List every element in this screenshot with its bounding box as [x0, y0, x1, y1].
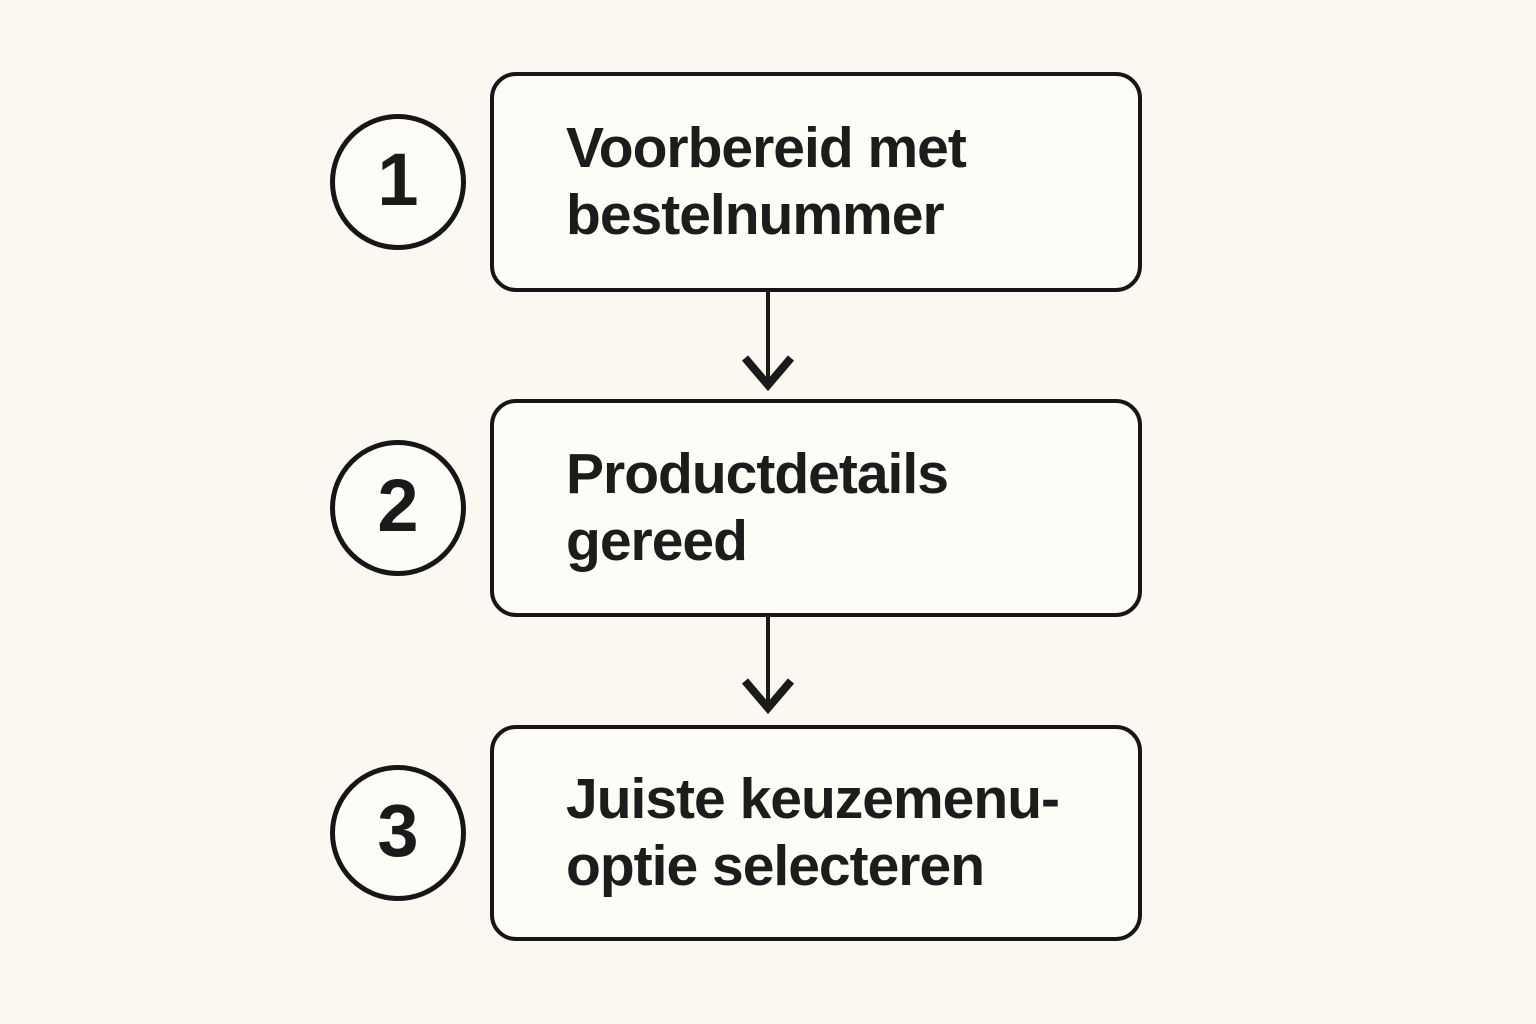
step-1-box: Voorbereid met bestelnummer	[490, 72, 1142, 292]
step-3-number: 3	[377, 789, 419, 872]
step-2-number: 2	[377, 464, 419, 547]
step-1-label-line-2: bestelnummer	[566, 183, 945, 247]
step-3-box: Juiste keuzemenu- optie selecteren	[490, 725, 1142, 941]
step-row-1: 1 Voorbereid met bestelnummer	[0, 72, 1536, 292]
step-2-box: Productdetails gereed	[490, 399, 1142, 617]
arrow-down-icon	[741, 615, 795, 715]
step-1-number: 1	[377, 138, 419, 221]
step-row-2: 2 Productdetails gereed	[0, 399, 1536, 617]
step-2-label-line-2: gereed	[566, 509, 748, 573]
step-2-label-line-1: Productdetails	[566, 442, 949, 506]
step-1-number-circle: 1	[330, 114, 466, 250]
step-3-label-line-1: Juiste keuzemenu-	[566, 767, 1060, 831]
step-2-number-circle: 2	[330, 440, 466, 576]
step-3-number-circle: 3	[330, 765, 466, 901]
step-3-label-line-2: optie selecteren	[566, 834, 985, 898]
arrow-down-icon	[741, 292, 795, 392]
step-1-label-line-1: Voorbereid met	[566, 116, 967, 180]
step-row-3: 3 Juiste keuzemenu- optie selecteren	[0, 725, 1536, 941]
